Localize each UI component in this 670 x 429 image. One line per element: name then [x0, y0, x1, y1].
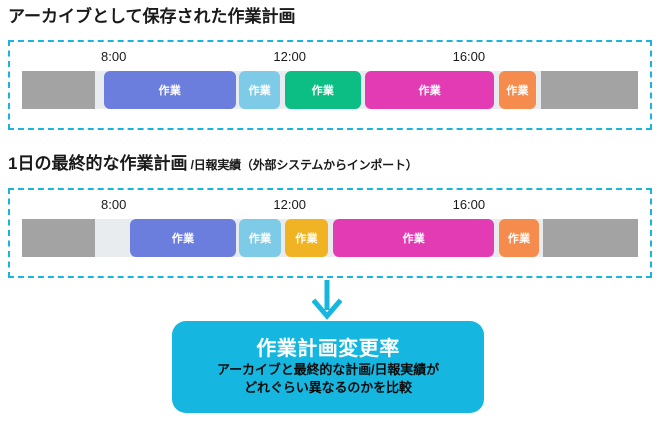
archive-task-1-label: 作業: [158, 85, 182, 97]
final-task-2[interactable]: 作業: [239, 219, 281, 257]
archive-task-4-label: 作業: [418, 85, 442, 97]
archive-idle-after: [540, 71, 638, 109]
final-task-3-label: 作業: [295, 233, 318, 245]
archive-timeline-panel: 8:00 12:00 16:00 作業 作業 作業 作業 作業: [8, 40, 652, 130]
archive-task-4[interactable]: 作業: [365, 71, 495, 109]
archive-task-2-label: 作業: [248, 85, 272, 97]
result-title: 作業計画変更率: [256, 337, 400, 360]
final-title-suffix: /日報実績（外部システムからインポート）: [187, 158, 418, 172]
final-tick-8: 8:00: [101, 197, 127, 212]
archive-task-5-label: 作業: [506, 85, 529, 97]
final-title-main: 1日の最終的な作業計画: [8, 154, 188, 173]
archive-tick-12: 12:00: [273, 49, 306, 64]
archive-time-ruler: 8:00 12:00 16:00: [10, 46, 650, 70]
final-section-title: 1日の最終的な作業計画 /日報実績（外部システムからインポート）: [8, 155, 418, 172]
final-task-3[interactable]: 作業: [285, 219, 329, 257]
final-task-4-label: 作業: [402, 233, 426, 245]
archive-section-title: アーカイブとして保存された作業計画: [8, 8, 295, 25]
archive-title-main: アーカイブとして保存された作業計画: [8, 7, 296, 26]
archive-tick-8: 8:00: [101, 49, 127, 64]
archive-task-1[interactable]: 作業: [103, 71, 236, 109]
final-task-4[interactable]: 作業: [333, 219, 495, 257]
archive-task-3[interactable]: 作業: [285, 71, 361, 109]
result-description-line-1: アーカイブと最終的な計画/日報実績が: [216, 361, 440, 377]
down-arrow-icon: [312, 280, 342, 320]
final-task-5-label: 作業: [507, 233, 531, 245]
final-task-2-label: 作業: [248, 233, 272, 245]
result-description-line-2: どれぐらい異なるのかを比較: [244, 379, 412, 395]
archive-task-2[interactable]: 作業: [239, 71, 281, 109]
final-task-5[interactable]: 作業: [499, 219, 539, 257]
archive-task-3-label: 作業: [311, 85, 335, 97]
final-task-1[interactable]: 作業: [130, 219, 236, 257]
final-tick-12: 12:00: [273, 197, 306, 212]
final-time-ruler: 8:00 12:00 16:00: [10, 194, 650, 218]
final-timeline-track: 作業 作業 作業 作業 作業: [22, 219, 638, 257]
final-idle-before: [22, 219, 95, 257]
final-task-1-label: 作業: [171, 233, 195, 245]
final-tick-16: 16:00: [452, 197, 486, 212]
final-idle-after: [543, 219, 638, 257]
final-timeline-panel: 8:00 12:00 16:00 作業 作業 作業 作業 作業: [8, 188, 652, 278]
archive-timeline-track: 作業 作業 作業 作業 作業: [22, 71, 638, 109]
result-callout-box: 作業計画変更率 アーカイブと最終的な計画/日報実績が どれぐらい異なるのかを比較: [172, 321, 484, 413]
archive-task-5[interactable]: 作業: [499, 71, 536, 109]
archive-tick-16: 16:00: [452, 49, 486, 64]
archive-idle-before: [22, 71, 95, 109]
